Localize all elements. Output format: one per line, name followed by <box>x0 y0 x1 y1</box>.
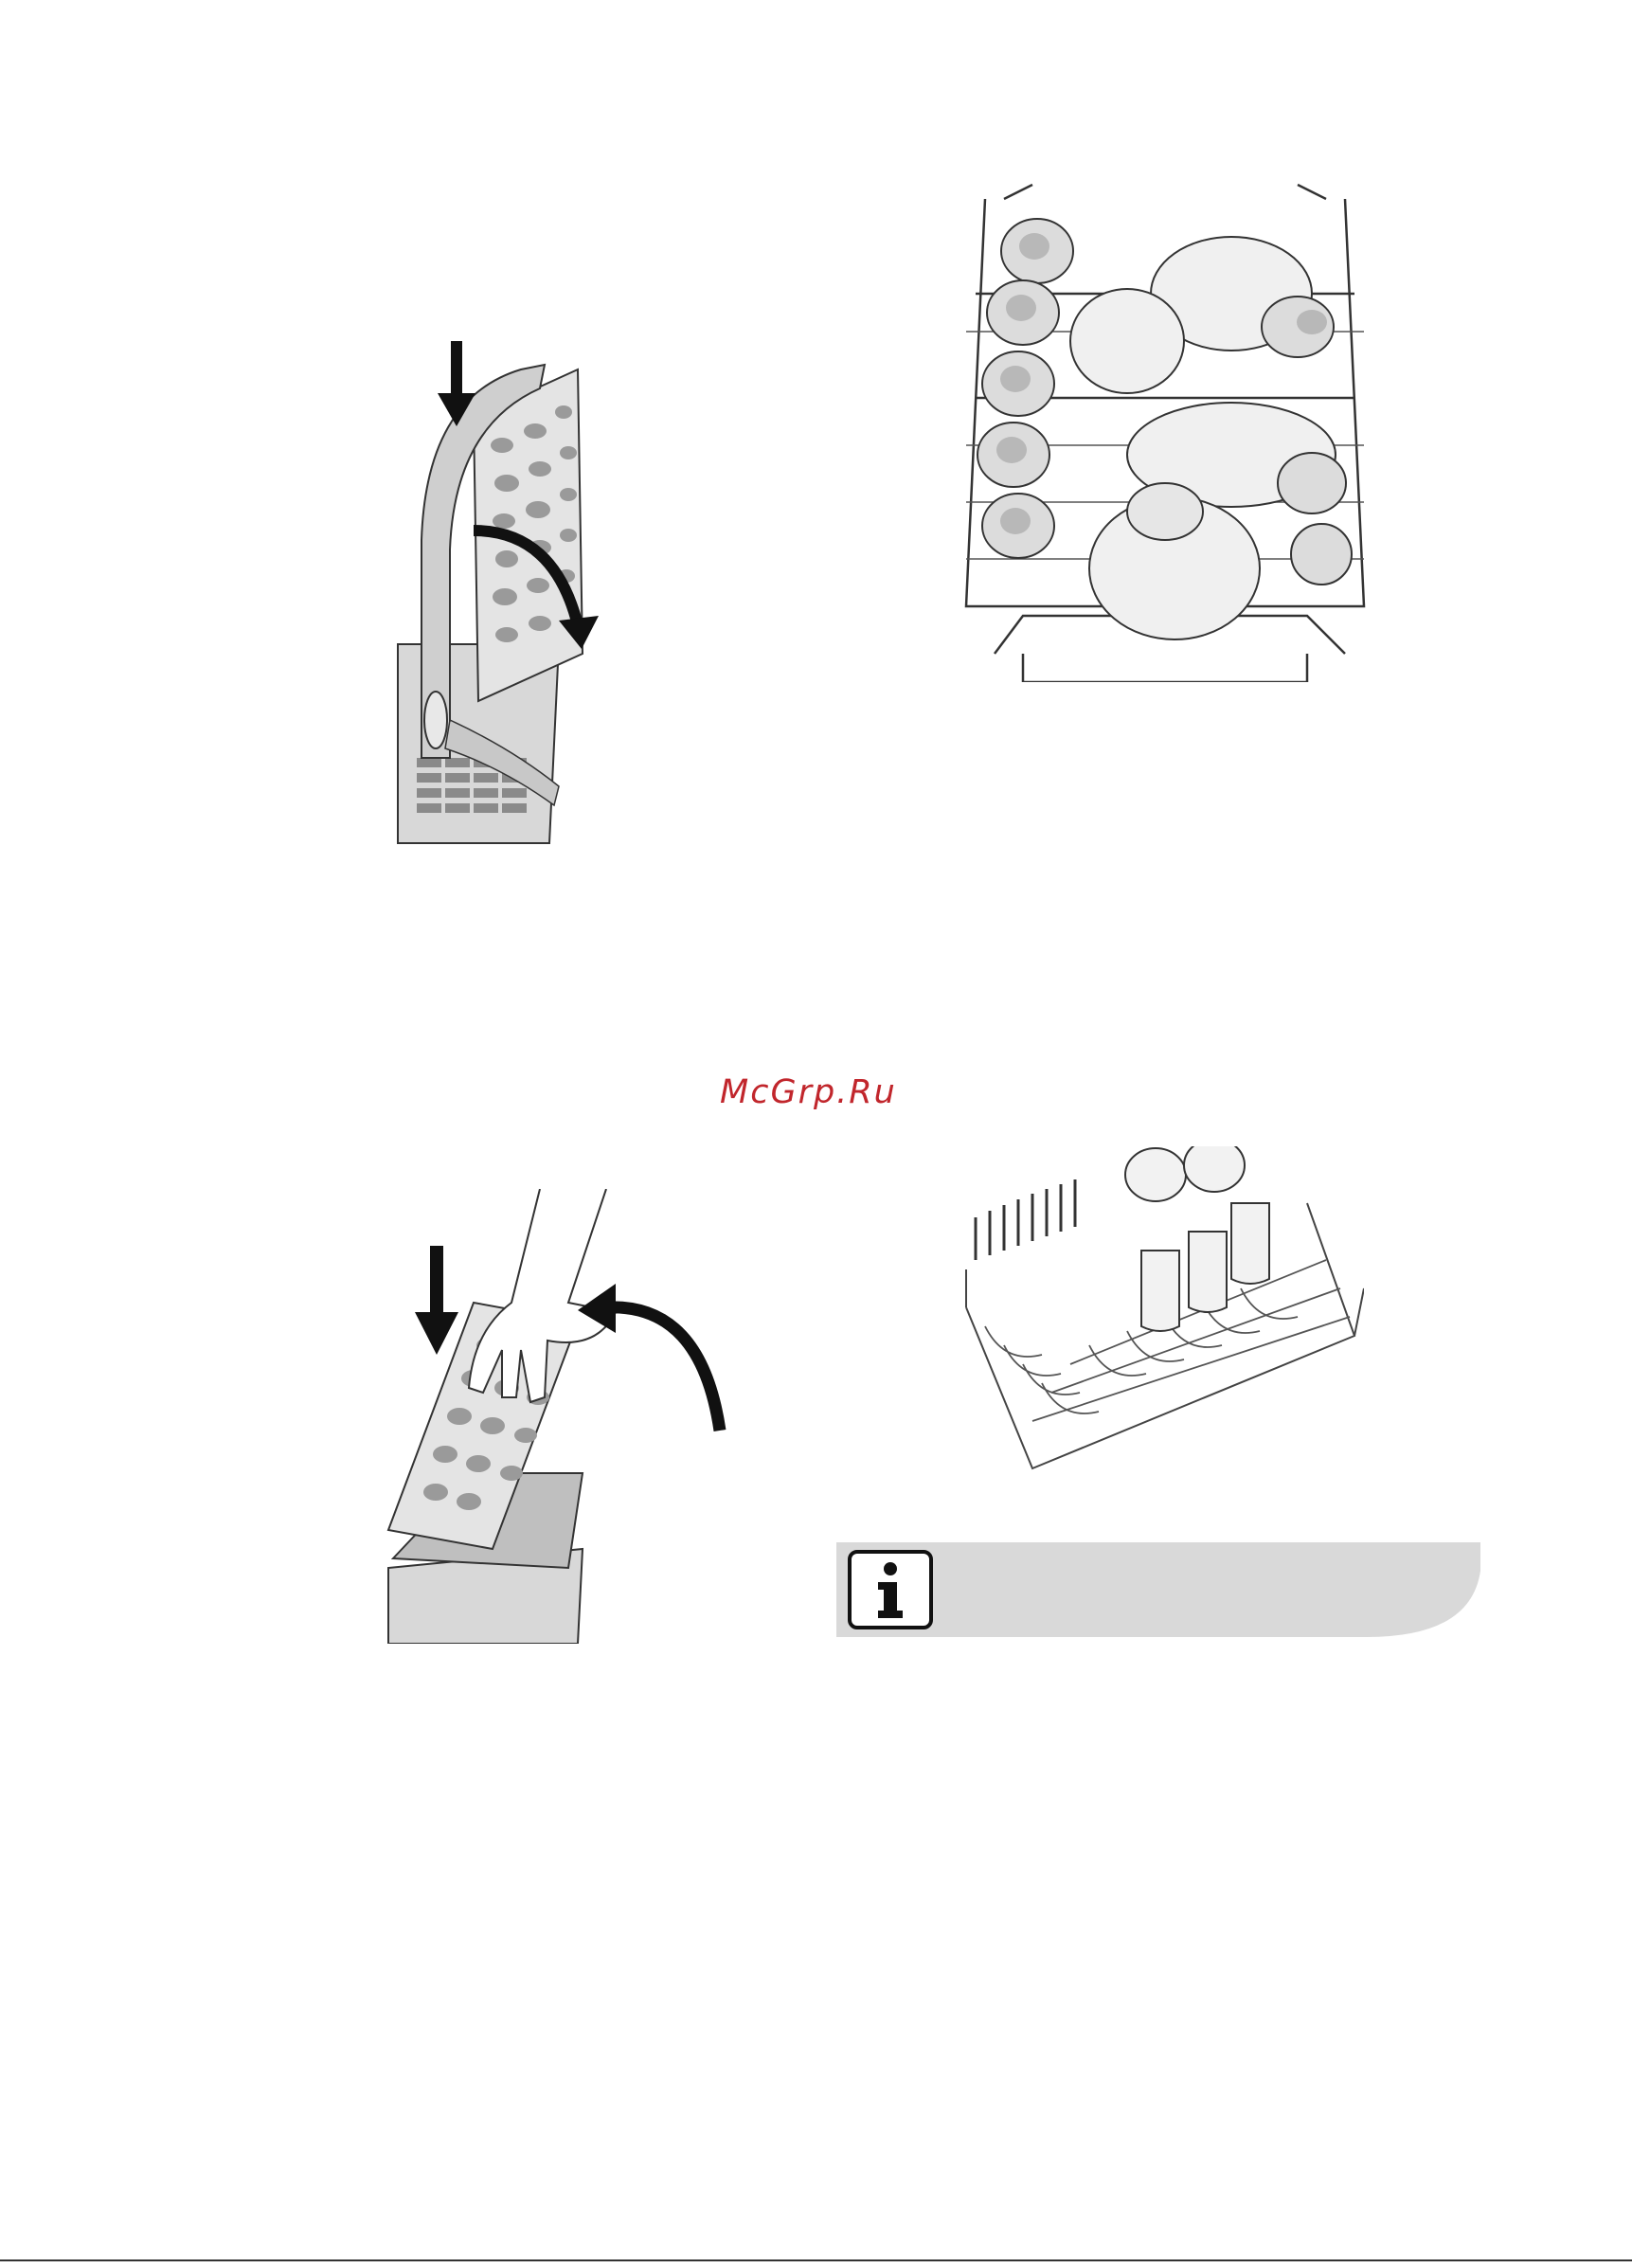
cutlery-basket-close-lid-figure <box>379 1189 739 1644</box>
arrow-curved-icon <box>578 1284 720 1431</box>
info-icon <box>850 1552 931 1628</box>
lower-rack-figure <box>947 1146 1364 1506</box>
page-bottom-rule <box>0 2259 1632 2261</box>
info-box <box>836 1542 1480 1637</box>
arrow-down-icon <box>415 1246 458 1355</box>
upper-rack-figure <box>947 180 1383 682</box>
watermark-text: McGrp.Ru <box>720 1069 909 1116</box>
cutlery-basket-fold-figure <box>379 341 625 872</box>
